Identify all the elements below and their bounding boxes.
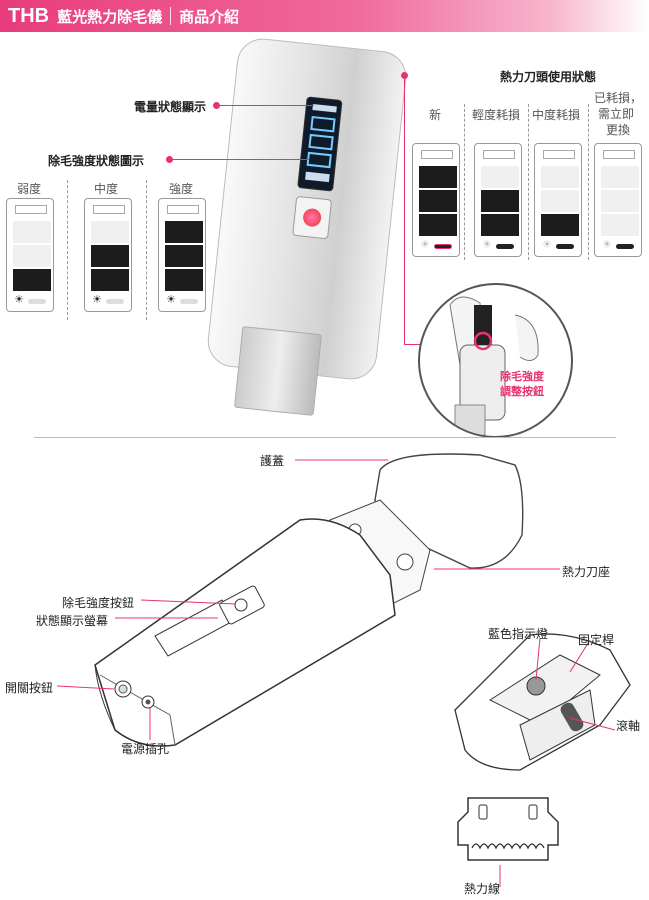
battery-pointer-line <box>218 105 314 106</box>
column-divider <box>588 104 589 260</box>
blade-usage-title: 熱力刀頭使用狀態 <box>500 70 597 84</box>
device-head-stub <box>233 326 323 416</box>
blade-state-label: 新 <box>429 108 442 122</box>
fixing-rod-label: 固定桿 <box>578 633 615 647</box>
battery-status-label: 電量狀態顯示 <box>134 100 207 114</box>
blade-seat-label: 熱力刀座 <box>562 565 611 579</box>
intensity-pointer-line <box>171 159 309 160</box>
intensity-status-label: 除毛強度狀態圖示 <box>48 154 145 168</box>
page-header: THB 藍光熱力除毛儀 商品介紹 <box>0 0 649 32</box>
intensity-button <box>302 207 323 228</box>
status-screen-label: 狀態顯示螢幕 <box>36 614 109 628</box>
intensity-level-label: 強度 <box>169 182 194 196</box>
sun-icon: ☀ <box>92 293 102 306</box>
blade-pointer-line-h <box>404 344 432 345</box>
sun-icon: ☀ <box>602 238 612 251</box>
heat-wire-label: 熱力線 <box>464 882 501 896</box>
power-button-label: 開關按鈕 <box>5 681 54 695</box>
sun-icon: ☀ <box>420 238 430 251</box>
intensity-card-strong: ☀ <box>158 198 206 312</box>
header-divider <box>170 7 172 25</box>
blade-state-label: 需立即 <box>598 107 635 121</box>
section-divider <box>34 437 616 438</box>
intensity-button-area <box>292 195 333 240</box>
column-divider <box>464 104 465 260</box>
sun-icon: ☀ <box>14 293 24 306</box>
blade-state-label: 中度耗損 <box>532 108 581 122</box>
intensity-pointer-dot <box>166 156 173 163</box>
roller-label: 滾軸 <box>616 719 641 733</box>
exploded-device-diagram <box>56 453 631 887</box>
sun-icon: ☀ <box>482 238 492 251</box>
device-illustration <box>205 36 409 382</box>
inset-callout-line2: 調整按鈕 <box>500 385 544 398</box>
brand-name: THB <box>8 4 50 27</box>
power-jack-label: 電源插孔 <box>121 742 170 756</box>
blade-card-medium-wear: ☀ <box>534 143 582 257</box>
device-display <box>297 96 343 192</box>
intensity-card-weak: ☀ <box>6 198 54 312</box>
blade-card-worn: ☀ <box>594 143 642 257</box>
blade-state-label: 更換 <box>606 123 631 137</box>
blade-card-light-wear: ☀ <box>474 143 522 257</box>
cover-label: 護蓋 <box>260 454 285 468</box>
column-divider <box>528 104 529 260</box>
blade-pointer-line <box>404 76 405 344</box>
blade-state-label: 已耗損， <box>594 91 643 105</box>
blade-state-label: 輕度耗損 <box>472 108 521 122</box>
sun-icon: ☀ <box>542 238 552 251</box>
column-divider <box>146 180 147 320</box>
product-title: 藍光熱力除毛儀 <box>57 7 163 26</box>
battery-pointer-dot <box>213 102 220 109</box>
column-divider <box>67 180 68 320</box>
intensity-button-label: 除毛強度按鈕 <box>62 596 135 610</box>
blade-pointer-dot <box>401 72 408 79</box>
blade-card-new: ☀ <box>412 143 460 257</box>
intensity-level-label: 中度 <box>94 182 119 196</box>
sun-icon: ☀ <box>166 293 176 306</box>
intensity-level-label: 弱度 <box>17 182 42 196</box>
intensity-card-medium: ☀ <box>84 198 132 312</box>
inset-callout-line1: 除毛強度 <box>500 370 544 383</box>
hand-holding-device-illustration <box>449 296 539 436</box>
button-closeup-inset: 除毛強度 調整按鈕 <box>418 283 573 438</box>
section-title: 商品介紹 <box>179 7 240 26</box>
blue-light-label: 藍色指示燈 <box>488 627 549 641</box>
